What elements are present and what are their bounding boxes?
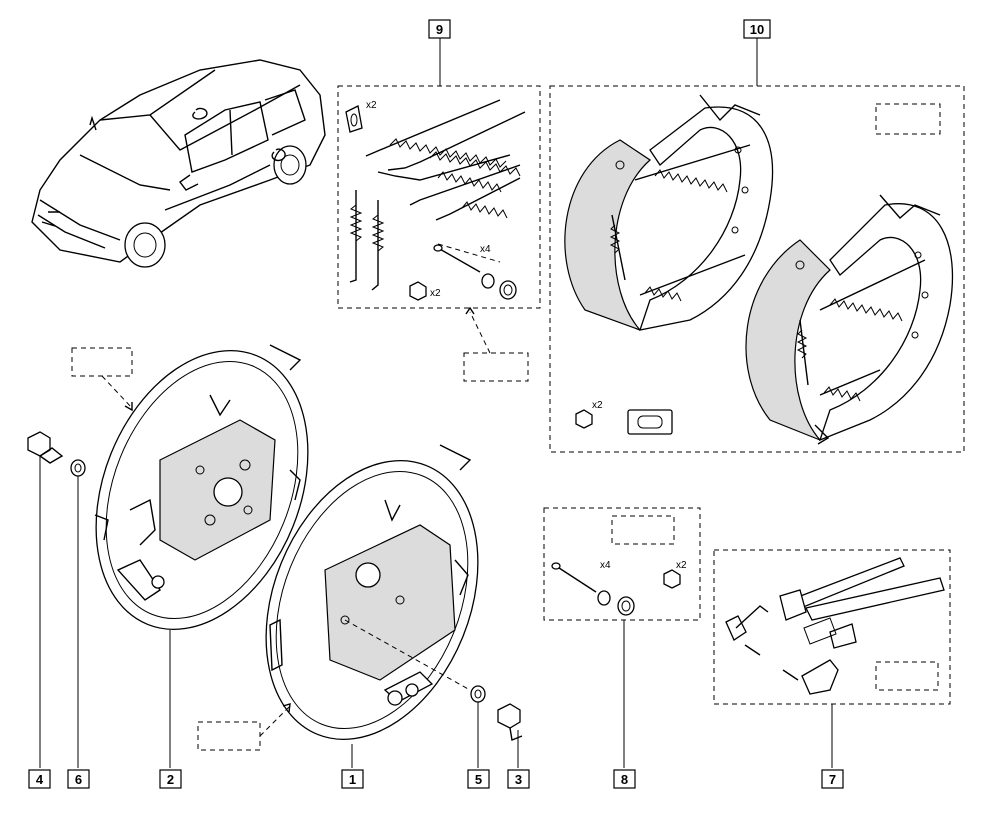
svg-text:1: 1 (349, 772, 356, 787)
kit8-pin-qty: x4 (600, 560, 611, 571)
callout-1: 1 (341, 769, 364, 789)
callout-4: 4 (28, 769, 51, 789)
kit9-clip-qty: x2 (366, 100, 377, 111)
backing-plate-1 (197, 444, 479, 751)
svg-text:7: 7 (829, 772, 836, 787)
fitting-kit-8: x4 x2 (543, 507, 701, 768)
spring-kit-9: x2 x4 x2 (337, 38, 541, 382)
callout-5: 5 (467, 769, 490, 789)
svg-text:10: 10 (750, 22, 764, 37)
callout-7: 7 (821, 769, 844, 789)
svg-text:9: 9 (436, 22, 443, 37)
kit9-nut-qty: x2 (430, 288, 441, 299)
car-illustration (31, 59, 326, 268)
callout-9: 9 (428, 19, 451, 39)
svg-text:5: 5 (475, 772, 482, 787)
svg-text:2: 2 (167, 772, 174, 787)
kit9-pin-qty: x4 (480, 244, 491, 255)
svg-text:3: 3 (515, 772, 522, 787)
backing-plate-2 (71, 344, 309, 631)
callout-3: 3 (507, 769, 530, 789)
svg-text:6: 6 (75, 772, 82, 787)
brake-shoe-kit-10: x2 (549, 38, 965, 453)
adjuster-kit-7 (713, 549, 951, 768)
callout-2: 2 (159, 769, 182, 789)
callout-6: 6 (67, 769, 90, 789)
svg-text:4: 4 (36, 772, 44, 787)
fasteners (27, 431, 523, 768)
callout-8: 8 (613, 769, 636, 789)
kit8-nut-qty: x2 (676, 560, 687, 571)
kit10-nut-qty: x2 (592, 400, 603, 411)
callout-10: 10 (743, 19, 771, 39)
callout-labels: 9 10 4 6 2 1 5 3 (28, 19, 844, 789)
svg-text:8: 8 (621, 772, 628, 787)
